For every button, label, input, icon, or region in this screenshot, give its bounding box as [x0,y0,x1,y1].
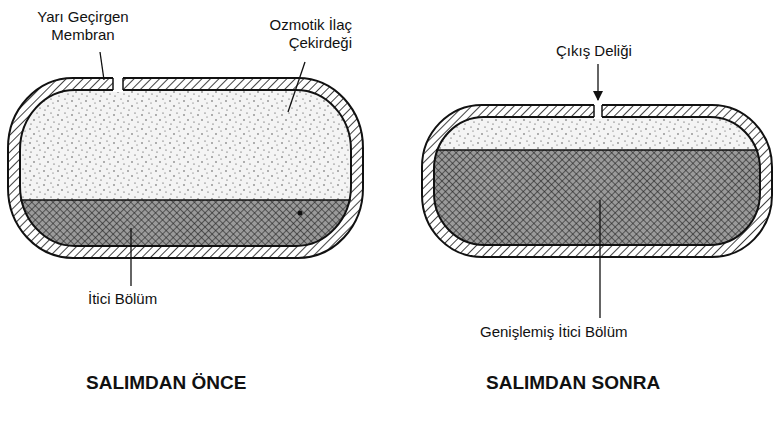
drug-core-label: Ozmotik İlaç Çekirdeği [232,16,352,52]
tablet-before [8,76,363,260]
push-layer-label: İtici Bölüm [88,290,157,308]
membrane-label: Yarı Geçirgen Membran [28,8,138,44]
panel-title: SALIMDAN SONRA [486,372,660,394]
expanded-push-layer-label: Genişlemiş İtici Bölüm [480,323,628,341]
leader-lines [100,52,600,318]
orifice-label: Çıkış Deliği [556,42,632,60]
tablet-after [422,103,772,257]
panel-title: SALIMDAN ÖNCE [86,372,246,394]
